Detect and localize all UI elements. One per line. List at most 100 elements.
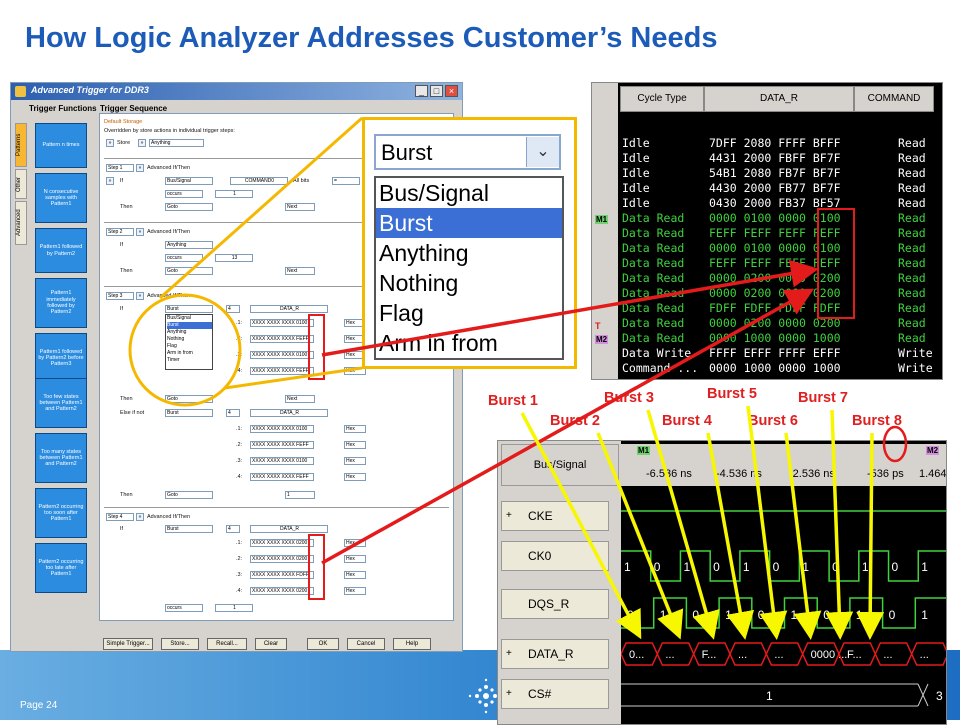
cancel-button[interactable]: Cancel — [347, 638, 385, 650]
step1-command-select[interactable]: COMMAND0 — [230, 177, 288, 185]
column-header-cycle-type[interactable]: Cycle Type — [620, 86, 704, 112]
column-header-command[interactable]: COMMAND — [854, 86, 934, 112]
step1-operator[interactable]: = — [332, 177, 360, 185]
close-button[interactable]: × — [445, 85, 458, 97]
step4-pattern[interactable]: XXXX XXXX XXXX 0200 — [250, 539, 314, 547]
step3-signal-dropdown[interactable]: Bus/Signal Burst Anything Nothing Flag A… — [165, 314, 213, 370]
function-tile[interactable]: Pattern2 occurring too soon after Patter… — [35, 488, 87, 538]
step-chevron-icon[interactable]: » — [136, 513, 144, 521]
function-tile[interactable]: Pattern n times — [35, 123, 87, 168]
maximize-button[interactable]: □ — [430, 85, 443, 97]
else-pattern[interactable]: XXXX XXXX XXXX 0100 — [250, 457, 314, 465]
zoom-option[interactable]: Anything — [379, 240, 469, 266]
zoom-option[interactable]: Flag — [379, 300, 424, 326]
step-chevron-icon[interactable]: » — [136, 228, 144, 236]
step4-burst-length[interactable]: 4 — [226, 525, 240, 533]
recall-button[interactable]: Recall... — [207, 638, 247, 650]
else-pattern[interactable]: XXXX XXXX XXXX FEFF — [250, 441, 314, 449]
step4-signal-select[interactable]: Burst — [165, 525, 213, 533]
step3-bus-select[interactable]: DATA_R — [250, 305, 328, 313]
step4-pattern[interactable]: XXXX XXXX XXXX 0200 — [250, 555, 314, 563]
zoom-select-box[interactable]: Burst ⌄ — [374, 134, 561, 170]
marker-trigger[interactable]: T — [595, 321, 601, 331]
else-target[interactable]: 1 — [285, 491, 315, 499]
step4-pattern[interactable]: XXXX XXXX XXXX FDFF — [250, 571, 314, 579]
step4-bus-select[interactable]: DATA_R — [250, 525, 328, 533]
step1-action[interactable]: Goto — [165, 203, 213, 211]
function-tile[interactable]: Pattern1 immediately followed by Pattern… — [35, 278, 87, 328]
if-chevron-icon[interactable]: » — [106, 177, 114, 185]
store-select[interactable]: Anything — [149, 139, 204, 147]
dropdown-option[interactable]: Anything — [167, 329, 187, 335]
clear-button[interactable]: Clear — [255, 638, 287, 650]
chevron-down-icon[interactable]: ⌄ — [526, 137, 559, 167]
dropdown-option[interactable]: Bus/Signal — [167, 315, 191, 321]
else-radix[interactable]: Hex — [344, 441, 366, 449]
step3-target[interactable]: Next — [285, 395, 315, 403]
step3-else-length[interactable]: 4 — [226, 409, 240, 417]
step4-count[interactable]: 1 — [215, 604, 253, 612]
simple-trigger-button[interactable]: Simple Trigger... — [103, 638, 153, 650]
signal-row-dqs-r[interactable]: DQS_R — [501, 589, 609, 619]
signal-row-cke[interactable]: + CKE — [501, 501, 609, 531]
step2-label[interactable]: Step 2 — [106, 228, 134, 236]
step3-signal-select[interactable]: Burst — [165, 305, 213, 313]
expand-icon[interactable]: + — [506, 510, 512, 521]
step3-pattern[interactable]: XXXX XXXX XXXX FEFF — [250, 335, 314, 343]
step3-pattern[interactable]: XXXX XXXX XXXX 0100 — [250, 351, 314, 359]
zoom-option[interactable]: Bus/Signal — [379, 180, 489, 206]
step3-else-signal[interactable]: Burst — [165, 409, 213, 417]
function-tile[interactable]: Pattern1 followed by Pattern2 — [35, 228, 87, 273]
step2-signal-select[interactable]: Anything — [165, 241, 213, 249]
step2-action[interactable]: Goto — [165, 267, 213, 275]
dropdown-option[interactable]: Arm in from — [167, 350, 193, 356]
step4-label[interactable]: Step 4 — [106, 513, 134, 521]
marker-m2[interactable]: M2 — [926, 446, 940, 455]
step2-target[interactable]: Next — [285, 267, 315, 275]
store-chevron-icon[interactable]: » — [106, 139, 114, 147]
function-tile[interactable]: N consecutive samples with Pattern1 — [35, 173, 87, 223]
step4-radix[interactable]: Hex — [344, 587, 366, 595]
step3-burst-length[interactable]: 4 — [226, 305, 240, 313]
step3-pattern[interactable]: XXXX XXXX XXXX 0100 — [250, 319, 314, 327]
else-pattern[interactable]: XXXX XXXX XXXX FEFF — [250, 473, 314, 481]
function-tile[interactable]: Pattern2 occurring too late after Patter… — [35, 543, 87, 593]
store-button[interactable]: Store... — [161, 638, 199, 650]
tab-other[interactable]: Other — [15, 169, 27, 199]
step1-target[interactable]: Next — [285, 203, 315, 211]
dropdown-option-selected[interactable]: Burst — [167, 322, 212, 329]
step1-label[interactable]: Step 1 — [106, 164, 134, 172]
step3-else-bus[interactable]: DATA_R — [250, 409, 328, 417]
zoom-option-selected[interactable]: Burst — [376, 208, 562, 238]
ok-button[interactable]: OK — [307, 638, 339, 650]
else-radix[interactable]: Hex — [344, 473, 366, 481]
bus-signal-header[interactable]: Bus/Signal — [501, 444, 619, 486]
dropdown-option[interactable]: Nothing — [167, 336, 185, 342]
store-chevron-icon[interactable]: » — [138, 139, 146, 147]
zoom-option[interactable]: Nothing — [379, 270, 459, 296]
signal-row-data-r[interactable]: + DATA_R — [501, 639, 609, 669]
step4-radix[interactable]: Hex — [344, 555, 366, 563]
step2-occurs[interactable]: occurs — [165, 254, 203, 262]
marker-m2[interactable]: M2 — [595, 335, 609, 344]
signal-row-cs[interactable]: + CS# — [501, 679, 609, 709]
tab-patterns[interactable]: Patterns — [15, 123, 27, 167]
column-header-data-r[interactable]: DATA_R — [704, 86, 854, 112]
step-chevron-icon[interactable]: » — [136, 292, 144, 300]
marker-m1[interactable]: M1 — [637, 446, 651, 455]
step4-radix[interactable]: Hex — [344, 571, 366, 579]
dropdown-option[interactable]: Flag — [167, 343, 177, 349]
function-tile[interactable]: Too few states between Pattern1 and Patt… — [35, 378, 87, 428]
minimize-button[interactable]: _ — [415, 85, 428, 97]
function-tile[interactable]: Too many states between Pattern1 and Pat… — [35, 433, 87, 483]
tab-advanced[interactable]: Advanced — [15, 201, 27, 245]
zoom-option[interactable]: Arm in from — [379, 330, 498, 356]
signal-row-ck0[interactable]: CK0 — [501, 541, 609, 571]
marker-m1[interactable]: M1 — [595, 215, 609, 224]
step4-radix[interactable]: Hex — [344, 539, 366, 547]
else-radix[interactable]: Hex — [344, 457, 366, 465]
dropdown-option[interactable]: Timer — [167, 357, 180, 363]
function-tile[interactable]: Pattern1 followed by Pattern2 before Pat… — [35, 333, 87, 383]
step3-action[interactable]: Goto — [165, 395, 213, 403]
else-pattern[interactable]: XXXX XXXX XXXX 0100 — [250, 425, 314, 433]
